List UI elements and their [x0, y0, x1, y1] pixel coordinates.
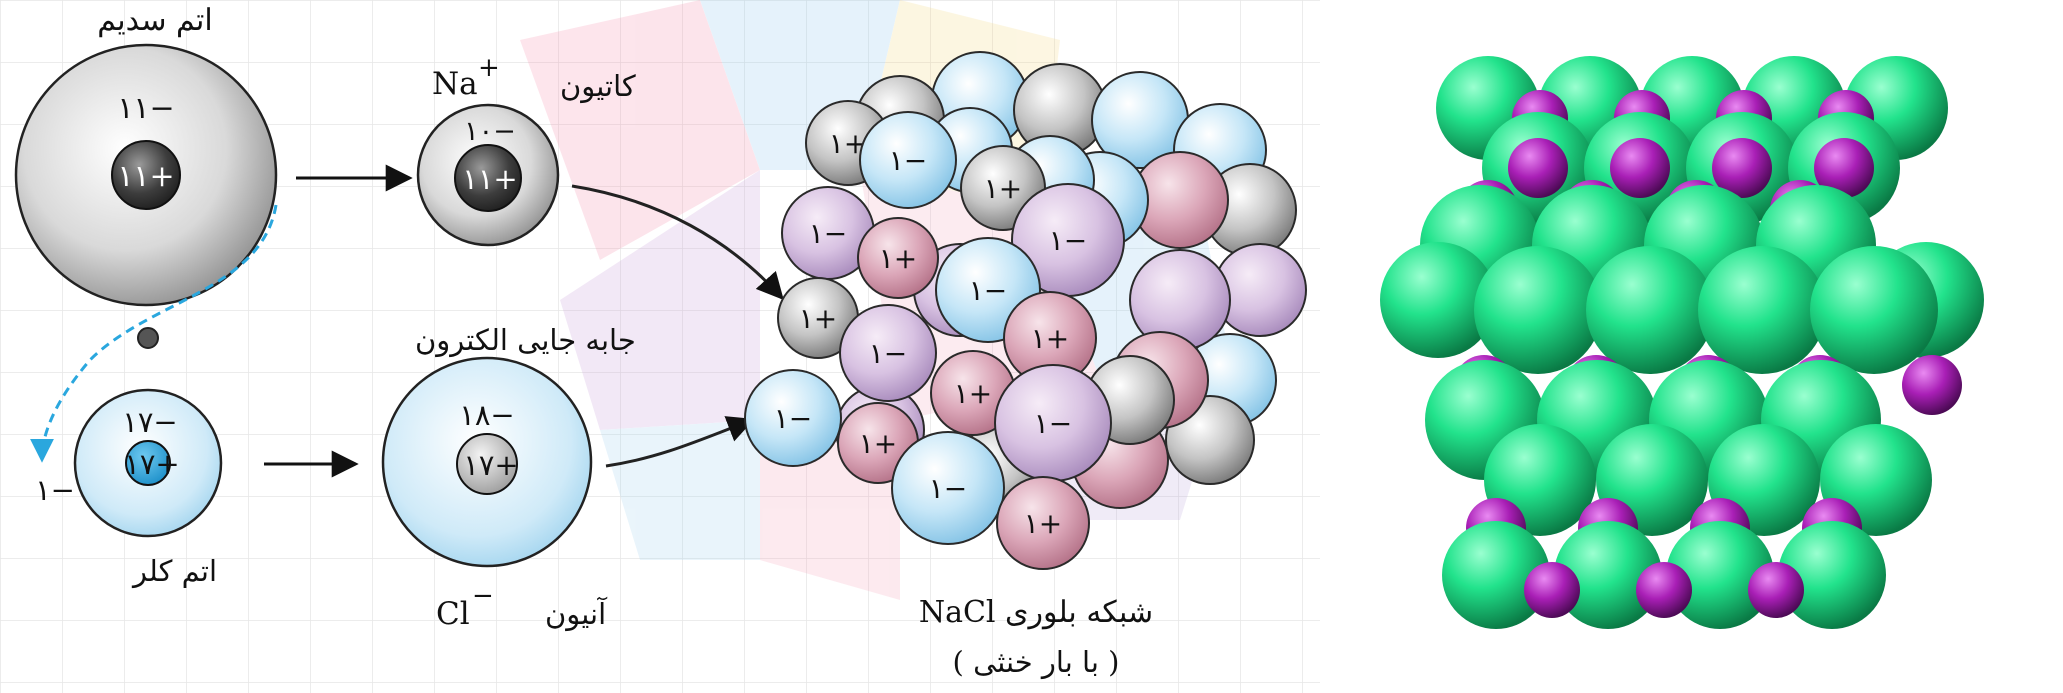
sodium-sphere	[1610, 138, 1670, 198]
ion-charge-label: ۱+	[1031, 322, 1070, 355]
sodium-nucleus-charge: ۱۱+	[117, 159, 174, 194]
chloride-sphere	[1586, 246, 1714, 374]
chloride-sphere	[1698, 246, 1826, 374]
chloride-sphere	[1810, 246, 1938, 374]
ion-charge-label: ۱+	[984, 172, 1023, 205]
lattice-ion	[744, 369, 842, 467]
chlorine-atom-title: اتم کلر	[131, 554, 217, 589]
lattice-ion	[839, 304, 937, 402]
anion-outer-charge: ۱۸−	[459, 398, 514, 432]
chloride-sphere	[1380, 242, 1496, 358]
ion-charge-label: ۱+	[799, 302, 838, 335]
lattice-ion	[996, 476, 1090, 570]
lattice-ion	[859, 111, 957, 209]
chlorine-nucleus-charge: ۱۷+	[124, 447, 179, 481]
sodium-outer-charge: ۱۱−	[117, 91, 174, 126]
lattice-ion	[857, 217, 939, 299]
anion-superscript: −	[472, 581, 494, 611]
ion-charge-label: ۱−	[969, 274, 1008, 307]
chlorine-extra-charge: ۱−	[35, 473, 75, 507]
sodium-sphere	[1508, 138, 1568, 198]
chloride-sphere	[1778, 521, 1886, 629]
cation-outer-charge: ۱۰−	[464, 116, 516, 147]
electron-transfer-label: جابه جایی الکترون	[415, 323, 636, 358]
ion-charge-label: ۱−	[929, 472, 968, 505]
ion-charge-label: ۱−	[869, 337, 908, 370]
sodium-sphere	[1902, 355, 1962, 415]
sodium-sphere	[1636, 562, 1692, 618]
crystal-title: شبکه بلوری NaCl	[919, 595, 1153, 630]
sodium-sphere	[1814, 138, 1874, 198]
cation-superscript: +	[478, 53, 500, 83]
sodium-sphere	[1524, 562, 1580, 618]
sodium-cation: ۱۱+ ۱۰− Na + کاتیون	[416, 53, 636, 247]
chlorine-outer-charge: ۱۷−	[122, 405, 177, 439]
chloride-sphere	[1474, 246, 1602, 374]
chloride-sphere	[1666, 521, 1774, 629]
cation-title: کاتیون	[560, 69, 636, 104]
cation-formula: Na	[432, 66, 478, 102]
cation-to-lattice-arrow	[571, 184, 784, 301]
cation-nucleus	[454, 144, 522, 212]
nacl-crystal-cluster: ۱+۱−۱+۱−۱+۱−۱−۱+۱−۱+۱−۱+۱+۱−۱−۱+	[744, 51, 1307, 570]
chloride-anion: ۱۷+ ۱۸− Cl − آنیون	[381, 356, 608, 632]
sodium-sphere	[1712, 138, 1772, 198]
sodium-nucleus	[111, 140, 181, 210]
anion-to-lattice-arrow	[605, 416, 755, 468]
space-filling-lattice	[1380, 56, 1984, 629]
ion-charge-label: ۱+	[859, 427, 898, 460]
chlorine-atom: ۱۷+ ۱۷− ۱− اتم کلر	[35, 388, 223, 589]
anion-title: آنیون	[545, 597, 608, 632]
cation-nucleus-charge: ۱۱+	[462, 162, 517, 196]
chloride-sphere	[1442, 521, 1550, 629]
sodium-atom-title: اتم سدیم	[97, 3, 212, 38]
chloride-sphere	[1554, 521, 1662, 629]
ion-charge-label: ۱−	[1034, 407, 1073, 440]
ion-charge-label: ۱−	[809, 217, 848, 250]
anion-nucleus	[456, 433, 518, 495]
ion-charge-label: ۱+	[879, 242, 918, 275]
crystal-subtitle: ( با بار خنثی )	[953, 645, 1120, 680]
ion-charge-label: ۱+	[1024, 507, 1063, 540]
ion-charge-label: ۱−	[889, 144, 928, 177]
anion-formula: Cl	[436, 596, 470, 632]
ion-charge-label: ۱−	[1049, 224, 1088, 257]
ion-charge-label: ۱−	[774, 402, 813, 435]
anion-nucleus-charge: ۱۷+	[463, 448, 518, 482]
lattice-ion	[891, 431, 1005, 545]
electron-transfer-arrow	[30, 204, 278, 463]
sodium-atom: ۱۱+ ۱۱− اتم سدیم	[14, 3, 278, 307]
chlorine-nucleus	[125, 440, 171, 486]
sodium-sphere	[1748, 562, 1804, 618]
ion-charge-label: ۱+	[954, 377, 993, 410]
electron-dot	[137, 327, 159, 349]
